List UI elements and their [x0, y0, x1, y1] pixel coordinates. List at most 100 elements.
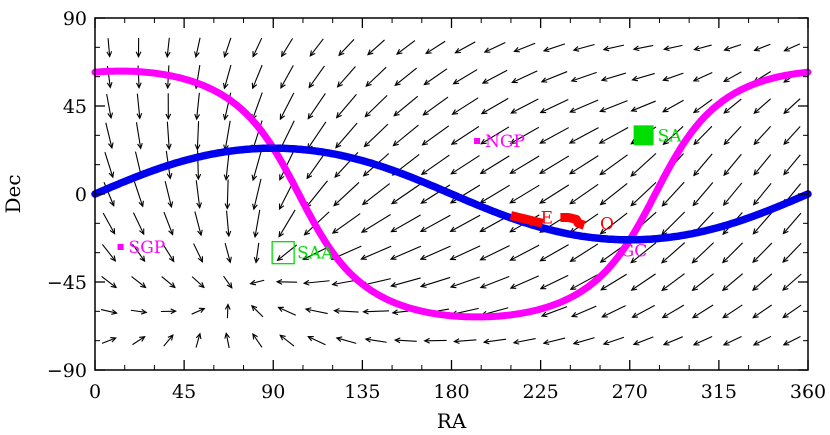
vector-arrow-head — [570, 76, 578, 83]
vector-arrow-head — [753, 46, 761, 52]
ecliptic-line — [91, 144, 812, 244]
vector-arrow-head — [661, 200, 668, 207]
vector-arrow-head — [783, 77, 790, 83]
vector-arrow — [226, 210, 230, 237]
vector-arrow — [100, 309, 117, 314]
x-tick-label: 270 — [612, 381, 648, 403]
vector-arrow — [166, 37, 170, 57]
vector-arrow — [305, 308, 328, 315]
vector-arrow-head — [600, 284, 607, 291]
vector-arrow-head — [752, 340, 760, 346]
vector-arrow-head — [691, 257, 698, 264]
vector-arrow-head — [197, 229, 203, 237]
vector-arrow-head — [168, 229, 174, 236]
vector-arrow-head — [752, 256, 759, 264]
vector-arrow-head — [198, 307, 206, 314]
vector-arrow — [367, 39, 385, 56]
vector-arrow — [723, 98, 742, 114]
vector-arrow-head — [480, 138, 487, 145]
vector-arrow-head — [393, 110, 400, 117]
vector-arrow-head — [106, 82, 113, 89]
vector-arrow-head — [693, 45, 700, 52]
annotation-sgp: SGP — [129, 238, 166, 258]
vector-arrow-head — [509, 168, 516, 174]
vector-arrow-head — [662, 340, 670, 346]
vector-arrow-head — [509, 283, 517, 289]
vector-arrow — [364, 94, 388, 118]
vector-arrow — [105, 122, 113, 148]
vector-arrow — [450, 245, 481, 260]
vector-arrow — [723, 71, 742, 82]
x-tick-label: 90 — [261, 381, 285, 403]
vector-arrow-head — [660, 257, 668, 264]
vector-arrow-head — [661, 285, 668, 292]
vector-arrow — [543, 337, 566, 344]
vector-arrow — [393, 95, 419, 117]
vector-arrow — [252, 92, 263, 120]
annotation-saa: SAA — [297, 244, 334, 264]
galactic-plane-line — [91, 67, 812, 321]
vector-arrow-head — [452, 78, 460, 85]
vector-arrow — [663, 126, 684, 145]
vector-arrow — [455, 41, 476, 54]
vector-arrow — [226, 179, 229, 209]
vector-arrow — [599, 154, 628, 175]
vector-arrow-head — [335, 112, 342, 119]
vector-arrow-head — [479, 168, 487, 175]
vector-arrow-head — [249, 279, 257, 286]
vector-arrow — [630, 242, 657, 264]
vector-arrow-head — [752, 199, 759, 206]
vector-arrow-head — [425, 48, 432, 55]
vector-arrow-head — [307, 336, 314, 342]
vector-arrow-head — [139, 255, 146, 263]
region-O — [560, 213, 586, 230]
vector-arrow-head — [421, 139, 429, 146]
vector-arrow-head — [222, 113, 229, 121]
vector-arrow-head — [253, 231, 259, 239]
vector-arrow-head — [224, 332, 230, 339]
vector-arrow-head — [662, 138, 669, 146]
vector-arrow-head — [226, 282, 233, 289]
vector-arrow — [570, 243, 599, 262]
vector-arrow-head — [632, 340, 640, 346]
vector-arrow-head — [453, 338, 460, 345]
vector-arrow-head — [513, 47, 520, 53]
vector-arrow-head — [449, 282, 457, 289]
vector-arrow — [693, 71, 713, 82]
vector-arrow-head — [542, 339, 550, 345]
vector-arrow — [307, 121, 327, 150]
vector-arrow — [661, 242, 686, 264]
vector-arrow — [782, 273, 802, 291]
vector-arrow-head — [568, 168, 576, 175]
vector-arrow-head — [454, 47, 461, 54]
vector-arrow — [692, 242, 714, 264]
vector-arrow — [569, 155, 599, 175]
vector-arrow-head — [599, 256, 607, 263]
vector-arrow-head — [275, 278, 283, 285]
vector-arrow-head — [136, 113, 143, 120]
vector-arrow — [510, 244, 540, 261]
vector-arrow — [420, 245, 451, 260]
vector-arrow — [101, 244, 116, 262]
vector-arrow-head — [276, 255, 283, 262]
vector-arrow — [450, 184, 481, 204]
vector-arrow — [365, 66, 387, 87]
vector-arrow — [133, 181, 144, 207]
vector-arrow — [663, 336, 683, 346]
x-tick-label: 225 — [522, 381, 558, 403]
vector-arrow-head — [509, 138, 517, 144]
vector-arrow — [393, 124, 419, 147]
vector-arrow-head — [198, 282, 205, 289]
vector-arrow-head — [251, 174, 258, 182]
vector-arrow — [420, 214, 451, 232]
vector-arrow-head — [509, 197, 516, 204]
vector-arrow — [603, 44, 625, 51]
vector-arrow — [365, 338, 387, 343]
vector-arrow — [130, 309, 147, 313]
vector-arrow — [252, 149, 263, 181]
vector-arrow-head — [753, 169, 760, 176]
vector-arrow-head — [752, 284, 759, 291]
vector-arrow-head — [540, 311, 548, 318]
vector-arrow — [424, 68, 448, 85]
